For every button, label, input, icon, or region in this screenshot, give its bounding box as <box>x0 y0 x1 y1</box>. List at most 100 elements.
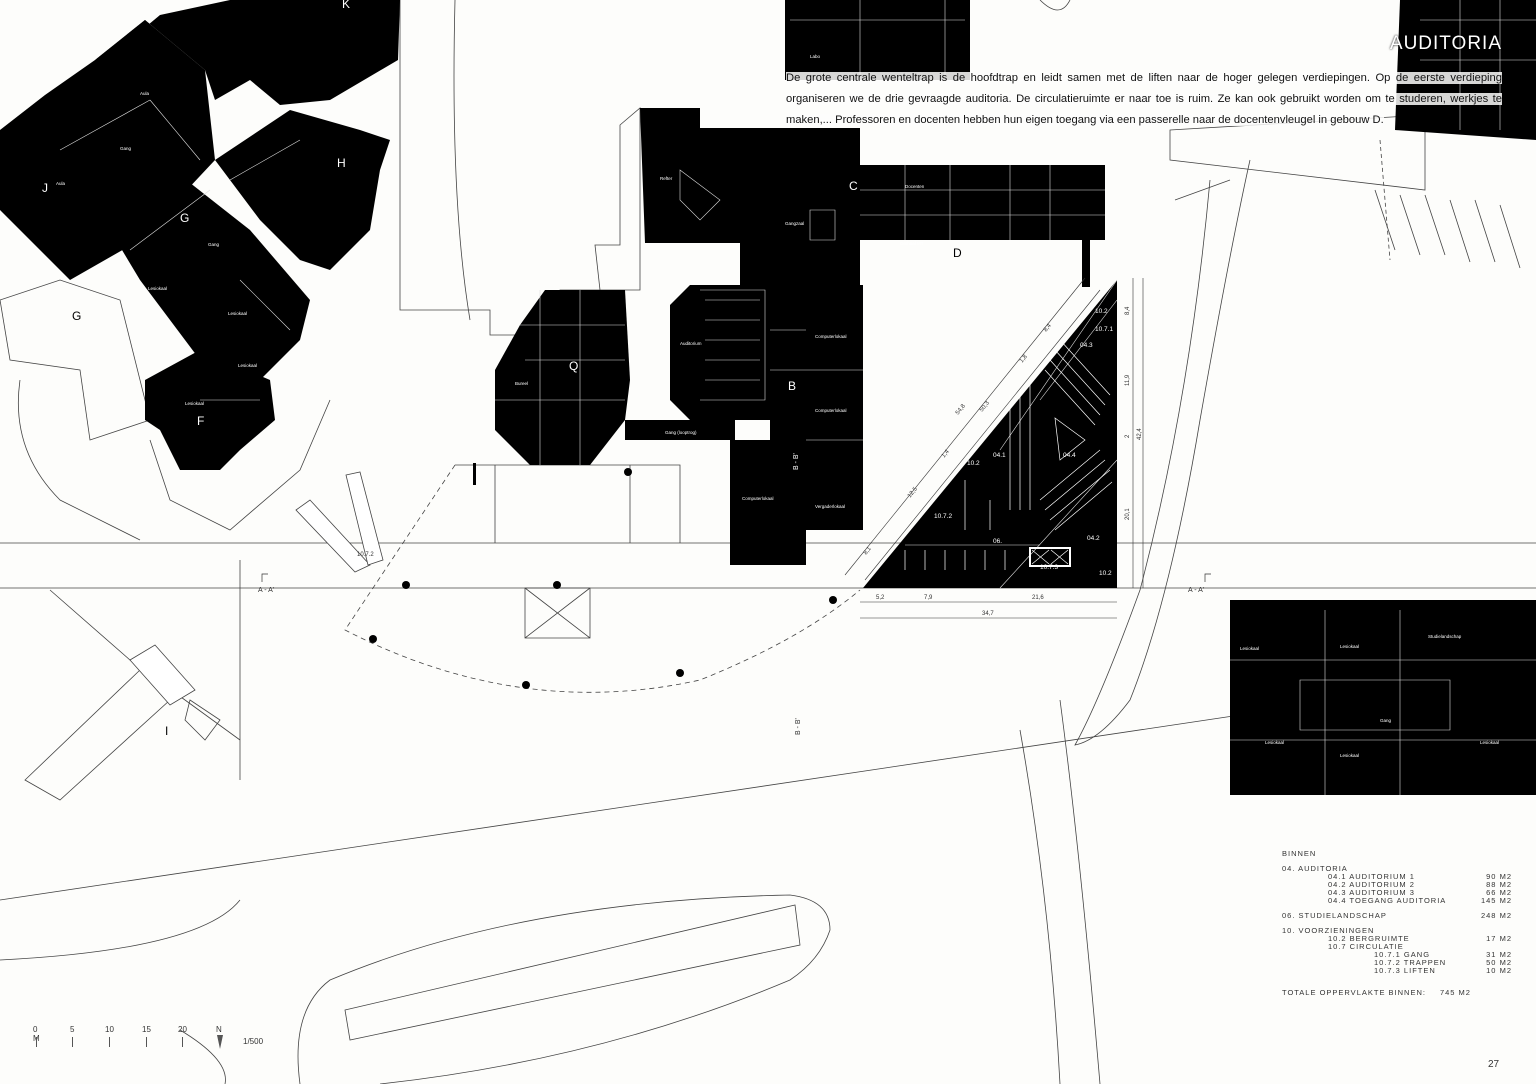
area-table-row: 10. VOORZIENINGEN <box>1282 927 1512 935</box>
row-value: 17 M2 <box>1486 934 1512 943</box>
building-label-I: I <box>165 724 168 738</box>
svg-text:21,6: 21,6 <box>1032 595 1044 601</box>
stairs-label: 10.7.2 <box>357 552 374 558</box>
svg-text:Gang (looptrog): Gang (looptrog) <box>665 430 697 435</box>
room-labels: Aula Aula Gang Gang Lesiokaal Lesiokaal … <box>56 54 1499 758</box>
scale-tick-label: 20 <box>178 1025 187 1034</box>
row-value: 248 M2 <box>1480 911 1512 920</box>
row-label: 04.2 AUDITORIUM 2 <box>1328 880 1415 889</box>
building-label-G-outline: G <box>72 309 81 323</box>
building-label-J: J <box>42 181 48 195</box>
description-paragraph: De grote centrale wenteltrap is de hoofd… <box>786 68 1502 131</box>
svg-text:11,9: 11,9 <box>1125 374 1131 386</box>
svg-text:Lesiokaal: Lesiokaal <box>1340 753 1359 758</box>
total-label: TOTALE OPPERVLAKTE BINNEN: <box>1282 988 1426 997</box>
area-total-row: TOTALE OPPERVLAKTE BINNEN: 745 M2 <box>1282 989 1512 997</box>
svg-text:Aula: Aula <box>56 181 66 186</box>
row-value: 10 M2 <box>1486 966 1512 975</box>
svg-text:Lesiokaal: Lesiokaal <box>1265 740 1284 745</box>
area-table-row: 10.7 CIRCULATIE <box>1282 943 1512 951</box>
row-label: 10.7.3 LIFTEN <box>1374 966 1436 975</box>
row-value: 145 M2 <box>1480 896 1512 905</box>
svg-text:Vergaderlokaal: Vergaderlokaal <box>815 504 845 509</box>
svg-text:50,3: 50,3 <box>979 400 991 413</box>
building-label-D: D <box>953 246 962 260</box>
svg-text:04.3: 04.3 <box>1080 342 1093 349</box>
svg-text:8,4: 8,4 <box>1043 322 1053 333</box>
svg-text:04.2: 04.2 <box>1087 535 1100 542</box>
svg-text:1,8: 1,8 <box>1019 353 1029 364</box>
scale-tick-label: 10 <box>105 1025 114 1034</box>
svg-text:Bureel: Bureel <box>515 381 528 386</box>
svg-text:Lesiokaal: Lesiokaal <box>148 286 167 291</box>
scale-ratio: 1/500 <box>243 1037 264 1046</box>
svg-text:8,4: 8,4 <box>1125 306 1131 315</box>
svg-text:Lesiokaal: Lesiokaal <box>185 401 204 406</box>
area-table-row: 04. AUDITORIA <box>1282 865 1512 873</box>
row-label: 10.2 BERGRUIMTE <box>1328 934 1410 943</box>
svg-text:54,8: 54,8 <box>955 403 967 416</box>
svg-text:B - B': B - B' <box>793 453 800 470</box>
svg-text:Computerlokaal: Computerlokaal <box>815 334 847 339</box>
row-label: 10.7.2 TRAPPEN <box>1374 958 1447 967</box>
area-table-row: 04.2 AUDITORIUM 2 88 M2 <box>1282 881 1512 889</box>
total-value: 745 M2 <box>1439 988 1471 997</box>
svg-text:04.1: 04.1 <box>993 452 1006 459</box>
row-label: 04. AUDITORIA <box>1282 864 1348 873</box>
svg-text:7,9: 7,9 <box>924 595 933 601</box>
row-value: 31 M2 <box>1486 950 1512 959</box>
row-label: 06. STUDIELANDSCHAP <box>1282 911 1387 920</box>
building-label-B: B <box>788 379 796 393</box>
row-label: 04.4 TOEGANG AUDITORIA <box>1328 896 1447 905</box>
area-table-row: 04.4 TOEGANG AUDITORIA 145 M2 <box>1282 897 1512 905</box>
section-markers: A - A' A - A' B - B' B - B' <box>258 453 1211 735</box>
row-label: 04.1 AUDITORIUM 1 <box>1328 872 1415 881</box>
building-label-C: C <box>849 179 858 193</box>
description-text: De grote centrale wenteltrap is de hoofd… <box>786 72 1502 126</box>
svg-text:Auditorium: Auditorium <box>680 341 702 346</box>
svg-text:10.7.2: 10.7.2 <box>934 513 952 520</box>
building-label-F: F <box>197 414 204 428</box>
svg-text:Lesiokaal: Lesiokaal <box>228 311 247 316</box>
svg-text:A - A': A - A' <box>1188 587 1204 594</box>
svg-text:Onthaal MT: Onthaal MT <box>900 241 924 246</box>
row-label: 10. VOORZIENINGEN <box>1282 926 1375 935</box>
building-label-K: K <box>342 0 350 11</box>
triangle-room-labels: 10.2 10.7.1 04.3 04.1 04.4 10.2 10.7.2 0… <box>934 308 1113 577</box>
svg-text:42,4: 42,4 <box>1137 428 1143 440</box>
row-value: 66 M2 <box>1486 888 1512 897</box>
svg-text:Refter: Refter <box>660 176 673 181</box>
row-value: 88 M2 <box>1486 880 1512 889</box>
svg-text:8,1: 8,1 <box>863 545 873 556</box>
building-label-H: H <box>337 156 346 170</box>
svg-text:Labo: Labo <box>810 54 821 59</box>
dimension-lines <box>844 277 1144 619</box>
north-arrow-label: N <box>216 1025 222 1034</box>
svg-text:Computerlokaal: Computerlokaal <box>742 496 774 501</box>
svg-text:Lesiokaal: Lesiokaal <box>1340 644 1359 649</box>
svg-text:Gang: Gang <box>1380 718 1392 723</box>
area-table-row: 04.1 AUDITORIUM 1 90 M2 <box>1282 873 1512 881</box>
svg-text:12,5: 12,5 <box>907 486 919 499</box>
area-table-row: 10.7.3 LIFTEN 10 M2 <box>1282 967 1512 975</box>
interior-walls <box>59 0 1536 795</box>
svg-text:1,4: 1,4 <box>941 448 951 459</box>
svg-text:Aula: Aula <box>140 91 150 96</box>
row-value: 90 M2 <box>1486 872 1512 881</box>
svg-text:10.2: 10.2 <box>1095 308 1108 315</box>
svg-text:10.2: 10.2 <box>1099 570 1112 577</box>
area-table-heading: BINNEN <box>1282 850 1512 858</box>
area-table-row: 10.2 BERGRUIMTE 17 M2 <box>1282 935 1512 943</box>
row-label: 10.7.1 GANG <box>1374 950 1431 959</box>
svg-text:Lesiokaal: Lesiokaal <box>1240 646 1259 651</box>
svg-text:10.7.3: 10.7.3 <box>1040 564 1058 571</box>
svg-text:B - B': B - B' <box>795 718 802 735</box>
svg-text:34,7: 34,7 <box>982 611 994 617</box>
svg-text:10.7.1: 10.7.1 <box>1095 326 1113 333</box>
svg-text:Studielandschap: Studielandschap <box>1428 634 1462 639</box>
